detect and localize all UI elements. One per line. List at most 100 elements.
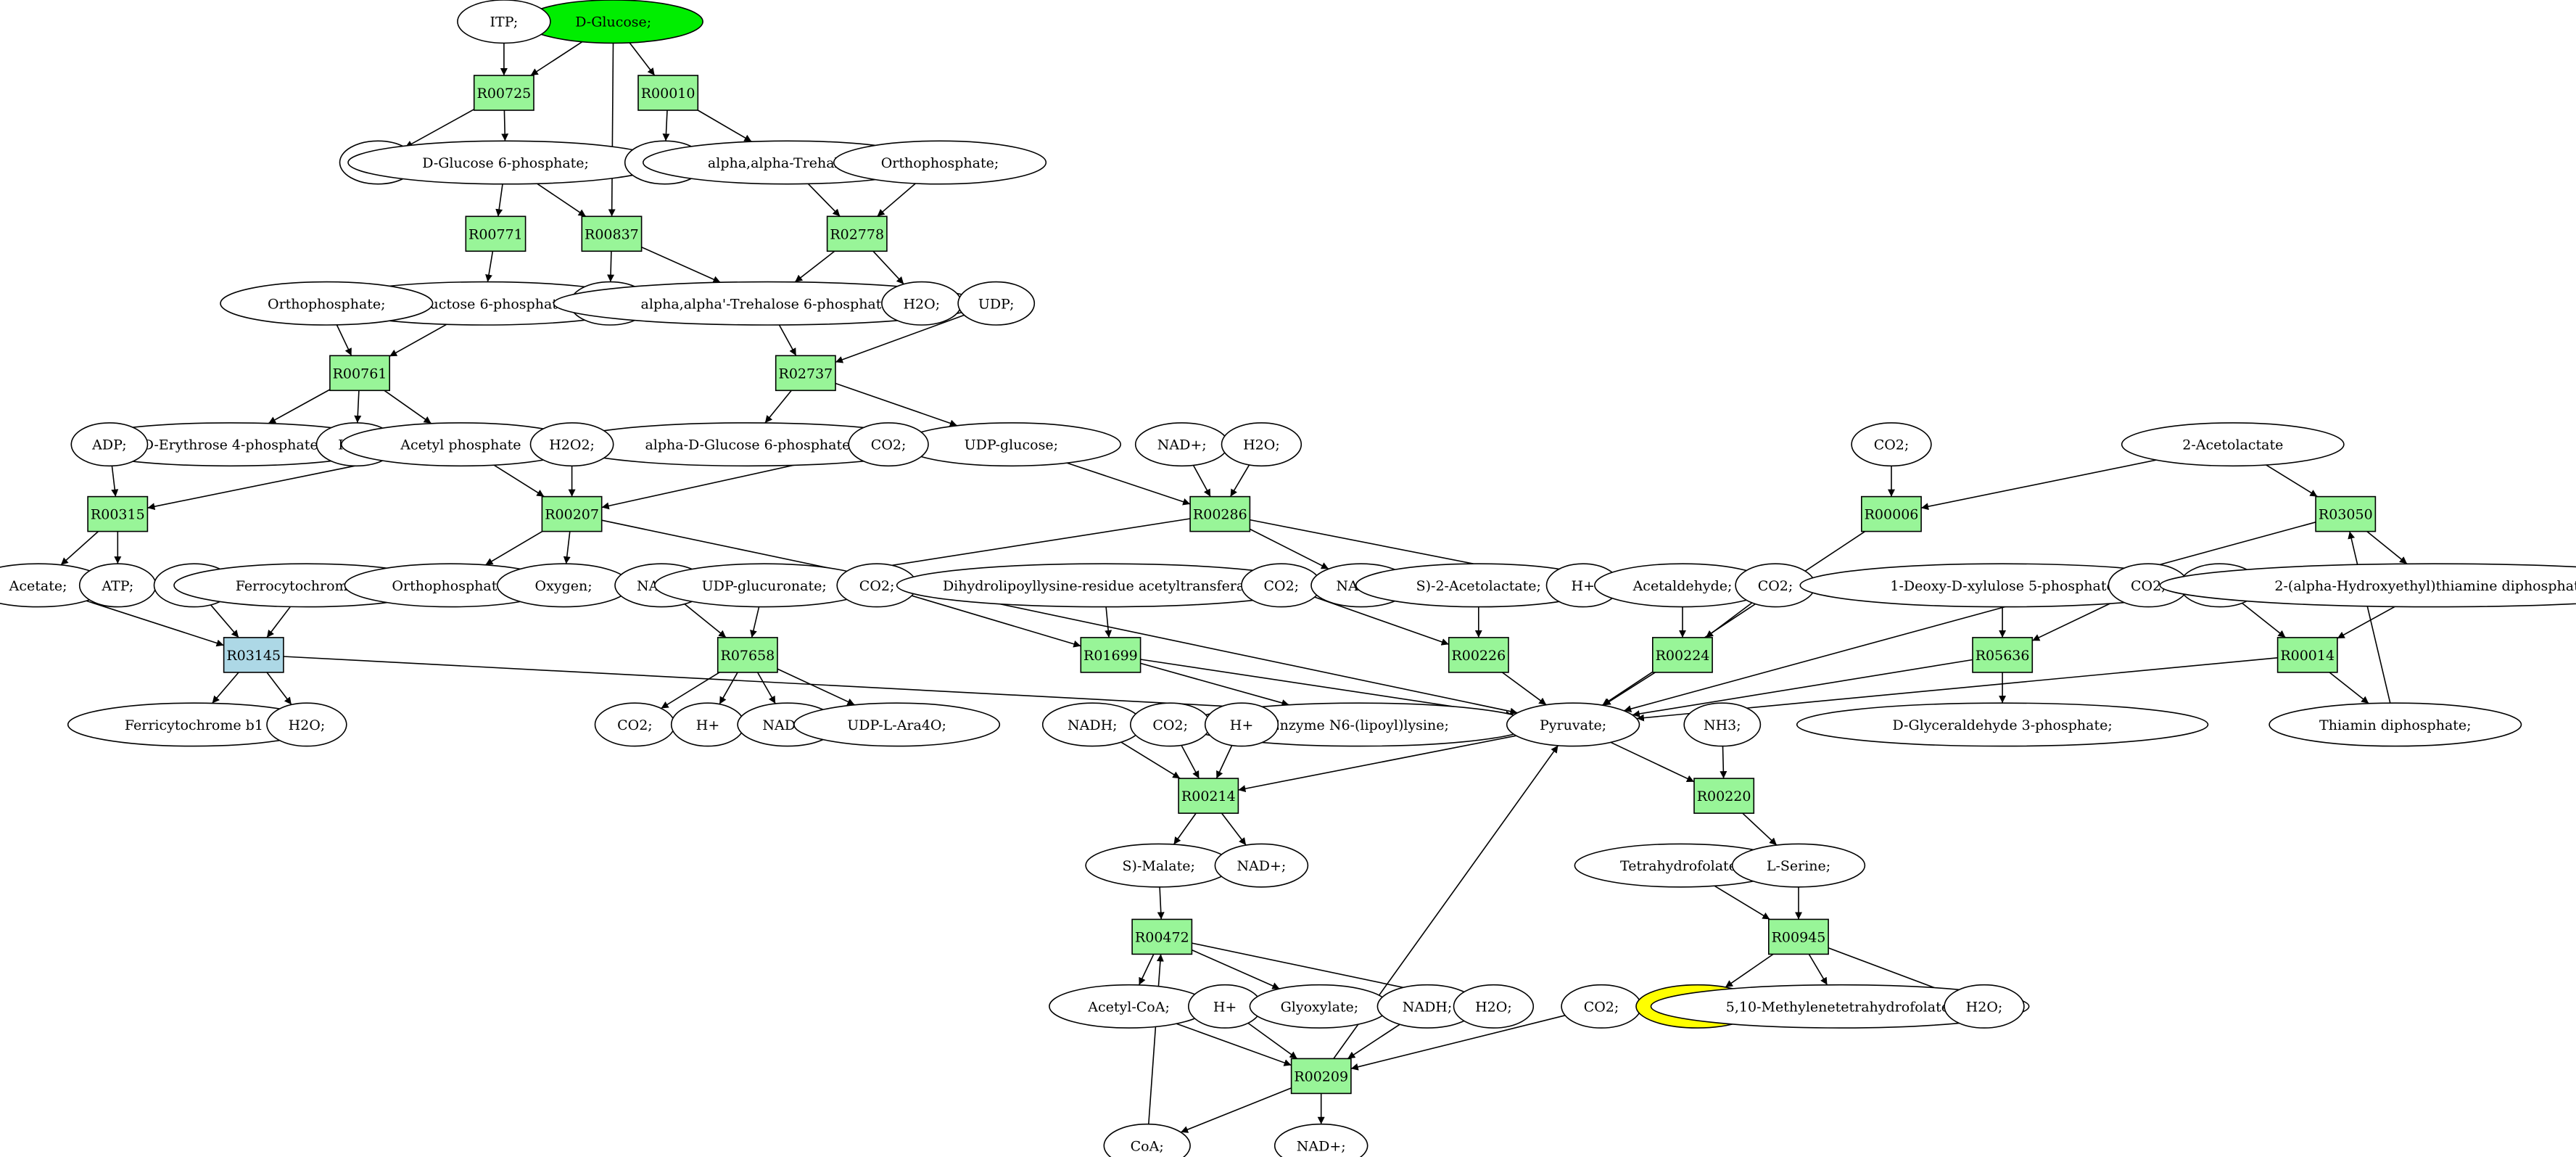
reaction-node-R00207[interactable]: R00207 xyxy=(541,495,603,532)
reaction-node-R00771[interactable]: R00771 xyxy=(465,215,527,252)
reaction-node-R00286[interactable]: R00286 xyxy=(1189,495,1251,532)
compound-node-acetolac[interactable]: 2-Acetolactate xyxy=(2121,422,2345,467)
compound-node-itp[interactable]: ITP; xyxy=(457,0,551,44)
reaction-node-R00014[interactable]: R00014 xyxy=(2276,637,2338,673)
compound-node-h2o_f[interactable]: H2O; xyxy=(266,702,347,747)
compound-node-nad_d[interactable]: NAD+; xyxy=(1273,1123,1368,1157)
reaction-node-R00837[interactable]: R00837 xyxy=(581,215,643,252)
compound-node-mthf[interactable]: 5,10-Methylenetetrahydrofolate; xyxy=(1650,984,2030,1029)
compound-node-glc[interactable]: D-Glucose; xyxy=(523,0,703,44)
compound-node-gap[interactable]: D-Glyceraldehyde 3-phosphate; xyxy=(1796,702,2209,747)
edge-R02778-to-h2o_c xyxy=(872,250,904,285)
reaction-node-R00226[interactable]: R00226 xyxy=(1448,637,1509,673)
compound-node-h_c[interactable]: H+ xyxy=(1204,702,1279,747)
edge-R00286-to-udpglcu xyxy=(849,518,1191,575)
edge-hethtpp-to-R00014 xyxy=(2337,606,2395,639)
edge-R00945-to-mthf xyxy=(1808,953,1828,986)
compound-node-h2o_g[interactable]: H2O; xyxy=(1453,984,1535,1029)
compound-node-co2_a[interactable]: CO2; xyxy=(848,422,929,467)
compound-ellipse xyxy=(70,422,149,467)
compound-node-aglc1p[interactable]: alpha-D-Glucose 6-phosphate xyxy=(561,422,934,467)
compound-node-dxp[interactable]: 1-Deoxy-D-xylulose 5-phosphate xyxy=(1799,563,2205,608)
compound-node-h_b[interactable]: H+ xyxy=(670,702,746,747)
edge-co2_g-to-R05636 xyxy=(2031,598,2119,641)
compound-ellipse xyxy=(848,422,929,467)
reaction-node-R00315[interactable]: R00315 xyxy=(87,495,149,532)
compound-node-glyox[interactable]: Glyoxylate; xyxy=(1249,984,1390,1029)
compound-node-smalate[interactable]: S)-Malate; xyxy=(1085,843,1233,888)
edge-pyruvate-to-R00220 xyxy=(1610,741,1695,783)
reaction-box xyxy=(1652,637,1713,673)
reaction-node-R00214[interactable]: R00214 xyxy=(1178,778,1239,814)
reaction-node-R03145[interactable]: R03145 xyxy=(223,637,284,673)
compound-node-dhlip[interactable]: Dihydrolipoyllysine-residue acetyltransf… xyxy=(896,563,1312,608)
compound-node-co2_j[interactable]: CO2; xyxy=(1129,702,1211,747)
edge-h_d-to-R00209 xyxy=(1247,1022,1298,1060)
node-label: Ferrocytochrome b1 xyxy=(236,578,378,594)
reaction-node-R00472[interactable]: R00472 xyxy=(1131,918,1193,955)
compound-node-co2_g[interactable]: CO2; xyxy=(2108,563,2189,608)
reaction-node-R00945[interactable]: R00945 xyxy=(1768,918,1829,955)
compound-node-h2o2[interactable]: H2O2; xyxy=(529,422,614,467)
edge-co2_e-to-R00226 xyxy=(1314,596,1449,646)
compound-node-nad_c[interactable]: NAD+; xyxy=(1214,843,1309,888)
compound-node-coa[interactable]: CoA; xyxy=(1103,1123,1191,1157)
compound-node-nadh_c[interactable]: NADH; xyxy=(1041,702,1143,747)
reaction-node-R00010[interactable]: R00010 xyxy=(637,75,699,111)
compound-node-h2o_c[interactable]: H2O; xyxy=(881,281,962,326)
compound-ellipse xyxy=(833,140,1047,185)
compound-node-udp[interactable]: UDP; xyxy=(957,281,1036,326)
compound-node-thf[interactable]: Tetrahydrofolate; xyxy=(1574,843,1788,888)
compound-node-acald[interactable]: Acetaldehyde; xyxy=(1594,563,1771,608)
reaction-node-R05636[interactable]: R05636 xyxy=(1972,637,2034,673)
compound-node-pi_a[interactable]: Orthophosphate; xyxy=(833,140,1047,185)
reaction-node-R02737[interactable]: R02737 xyxy=(775,355,836,392)
compound-node-h2o_e[interactable]: H2O; xyxy=(1221,422,1303,467)
compound-node-hethtpp[interactable]: 2-(alpha-Hydroxyethyl)thiamine diphospha… xyxy=(2159,563,2576,608)
reaction-node-R07658[interactable]: R07658 xyxy=(717,637,778,673)
compound-node-nh3[interactable]: NH3; xyxy=(1683,702,1762,747)
compound-node-tpp[interactable]: Thiamin diphosphate; xyxy=(2269,702,2522,747)
node-label: H2O2; xyxy=(549,437,595,453)
compound-node-pyruvate[interactable]: Pyruvate; xyxy=(1506,702,1640,747)
compound-node-co2_f[interactable]: CO2; xyxy=(1735,563,1816,608)
compound-node-acetate[interactable]: Acetate; xyxy=(0,563,109,608)
reaction-node-R01699[interactable]: R01699 xyxy=(1080,637,1142,673)
node-label: Ferricytochrome b1 xyxy=(125,717,263,733)
compound-node-co2_d[interactable]: CO2; xyxy=(836,563,917,608)
reaction-node-R00725[interactable]: R00725 xyxy=(473,75,534,111)
reaction-node-R00761[interactable]: R00761 xyxy=(329,355,390,392)
compound-node-oxygen[interactable]: Oxygen; xyxy=(496,563,631,608)
reaction-node-R00006[interactable]: R00006 xyxy=(1861,495,1922,532)
compound-node-co2_b[interactable]: CO2; xyxy=(1851,422,1932,467)
compound-node-pi_b[interactable]: Orthophosphate; xyxy=(220,281,434,326)
compound-node-g6p[interactable]: D-Glucose 6-phosphate; xyxy=(347,140,664,185)
compound-node-acp[interactable]: Acetyl phosphate xyxy=(341,422,581,467)
compound-node-sacetolac[interactable]: S)-2-Acetolactate; xyxy=(1355,563,1602,608)
edge-f6p-to-R00761 xyxy=(389,324,447,357)
reaction-node-R03050[interactable]: R03050 xyxy=(2315,495,2377,532)
compound-node-accoa[interactable]: Acetyl-CoA; xyxy=(1049,984,1210,1029)
node-label: Acetyl phosphate xyxy=(400,437,521,453)
compound-node-udpara[interactable]: UDP-L-Ara4O; xyxy=(793,702,1001,747)
reaction-node-R00224[interactable]: R00224 xyxy=(1652,637,1713,673)
compound-node-h_a[interactable]: H+ xyxy=(1545,563,1620,608)
compound-node-h2o_h[interactable]: H2O; xyxy=(1944,984,2025,1029)
node-label: R00472 xyxy=(1135,929,1189,945)
compound-node-co2_e[interactable]: CO2; xyxy=(1241,563,1322,608)
compound-node-nad_a[interactable]: NAD+; xyxy=(1134,422,1229,467)
reaction-node-R02778[interactable]: R02778 xyxy=(826,215,888,252)
compound-node-co2_i[interactable]: CO2; xyxy=(594,702,676,747)
edge-R00006-to-pyruvate xyxy=(1601,530,1866,706)
compound-node-co2_k[interactable]: CO2; xyxy=(1561,984,1642,1029)
compound-ellipse xyxy=(1944,984,2025,1029)
compound-node-atp[interactable]: ATP; xyxy=(78,563,157,608)
edge-acetate-to-R03145 xyxy=(86,600,224,647)
compound-node-udpglc[interactable]: UDP-glucose; xyxy=(901,422,1122,467)
compound-node-ferricyt[interactable]: Ferricytochrome b1 xyxy=(67,702,321,747)
compound-node-lser[interactable]: L-Serine; xyxy=(1731,843,1866,888)
edge-udp-to-R02737 xyxy=(835,314,965,363)
reaction-node-R00209[interactable]: R00209 xyxy=(1290,1058,1352,1095)
reaction-node-R00220[interactable]: R00220 xyxy=(1693,778,1755,814)
compound-node-adp[interactable]: ADP; xyxy=(70,422,149,467)
